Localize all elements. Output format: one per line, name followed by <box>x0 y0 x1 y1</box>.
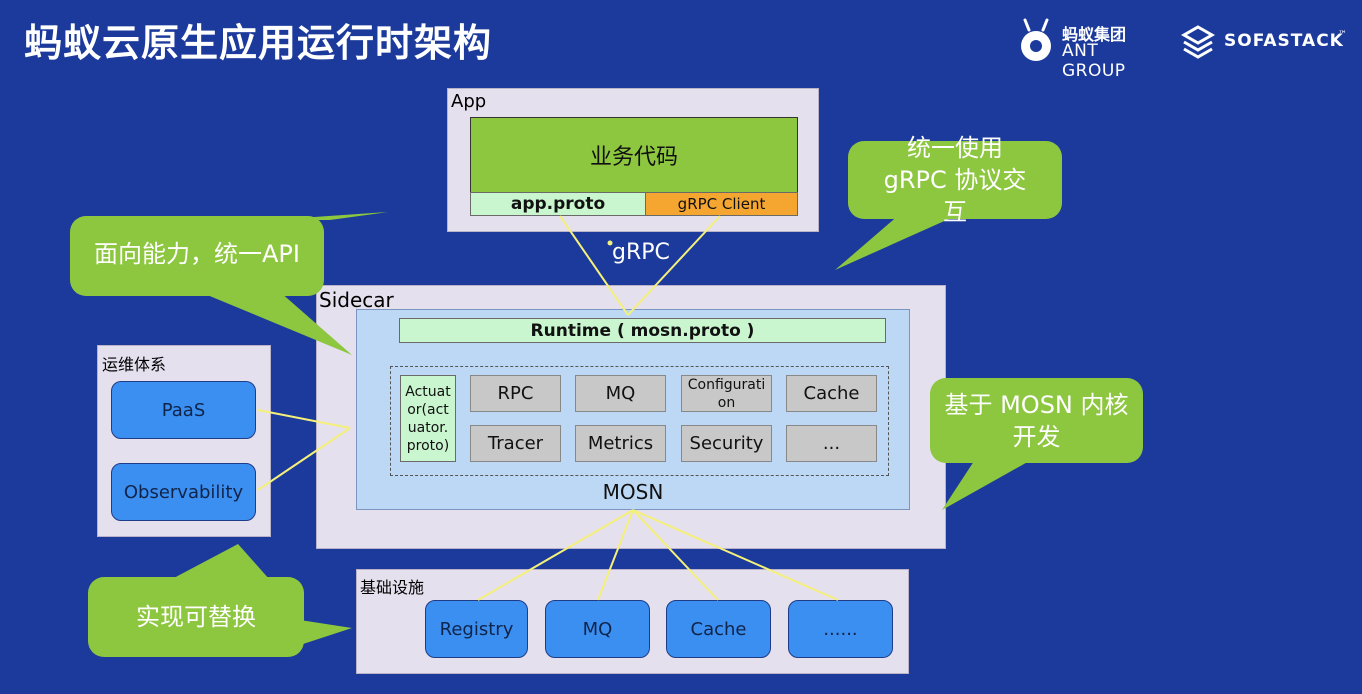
callout-mosn-text: 基于 MOSN 内核开发 <box>944 390 1129 451</box>
callout-grpc: 统一使用 gRPC 协议交互 <box>848 134 1062 226</box>
callout-tail-grpc <box>835 214 960 270</box>
callout-replace-text: 实现可替换 <box>136 603 256 631</box>
ops-label: 运维体系 <box>102 355 167 374</box>
ant-group-en: ANT GROUP <box>1062 41 1126 81</box>
connector-more <box>632 509 839 601</box>
business-code-box: 业务代码 <box>470 117 798 193</box>
connector-app-proto <box>559 215 629 316</box>
callout-mosn: 基于 MOSN 内核开发 <box>930 378 1143 463</box>
observability-box: Observability <box>111 463 256 521</box>
ant-group-logo: 蚂蚁集团 ANT GROUP <box>1016 18 1166 81</box>
callout-tail-replace-up <box>170 544 270 580</box>
callout-grpc-text: 统一使用 gRPC 协议交互 <box>883 134 1027 226</box>
paas-box: PaaS <box>111 381 256 439</box>
connector-observability <box>257 427 351 491</box>
module-mq: MQ <box>575 375 666 412</box>
infra-label: 基础设施 <box>360 578 425 597</box>
module-tracer: Tracer <box>470 425 561 462</box>
sofastack-icon <box>1180 25 1216 59</box>
module-metrics: Metrics <box>575 425 666 462</box>
callout-api: 面向能力，统一API <box>70 216 324 296</box>
sofastack-tm: ™ <box>1338 30 1347 40</box>
sofastack-text: SOFASTACK <box>1224 31 1344 51</box>
callout-tail-mosn <box>942 455 1040 510</box>
connector-mq <box>597 509 634 601</box>
app-label: App <box>451 91 487 112</box>
mosn-label: MOSN <box>602 480 664 504</box>
infra-cache: Cache <box>666 600 771 658</box>
module-security: Security <box>681 425 772 462</box>
connector-grpc-client <box>627 215 721 316</box>
ant-group-cn: 蚂蚁集团 <box>1062 25 1127 44</box>
callout-tail-replace-right <box>300 620 352 645</box>
module-cache: Cache <box>786 375 877 412</box>
ant-icon <box>1021 18 1051 61</box>
actuator-box: Actuat or(act uator. proto) <box>400 375 456 462</box>
grpc-label: gRPC <box>612 240 670 265</box>
module-configuration: Configurati on <box>681 375 772 412</box>
app-proto-box: app.proto <box>470 192 646 216</box>
page-title: 蚂蚁云原生应用运行时架构 <box>24 21 493 65</box>
callout-tail-api-down <box>200 292 352 355</box>
callout-api-text: 面向能力，统一API <box>94 240 300 268</box>
connector-cache <box>632 509 719 601</box>
runtime-bar: Runtime ( mosn.proto ) <box>399 318 886 343</box>
sidecar-label: Sidecar <box>319 288 394 312</box>
callout-replace: 实现可替换 <box>88 577 304 657</box>
module-container <box>390 366 889 476</box>
infra-mq: MQ <box>545 600 650 658</box>
connector-registry <box>477 509 634 601</box>
infra-registry: Registry <box>425 600 528 658</box>
module-rpc: RPC <box>470 375 561 412</box>
grpc-dot <box>607 240 613 246</box>
module-more: ... <box>786 425 877 462</box>
grpc-client-box: gRPC Client <box>645 192 798 216</box>
connector-paas <box>257 409 351 429</box>
infra-more: ...... <box>788 600 893 658</box>
sofastack-logo: SOFASTACK ™ <box>1180 22 1350 62</box>
